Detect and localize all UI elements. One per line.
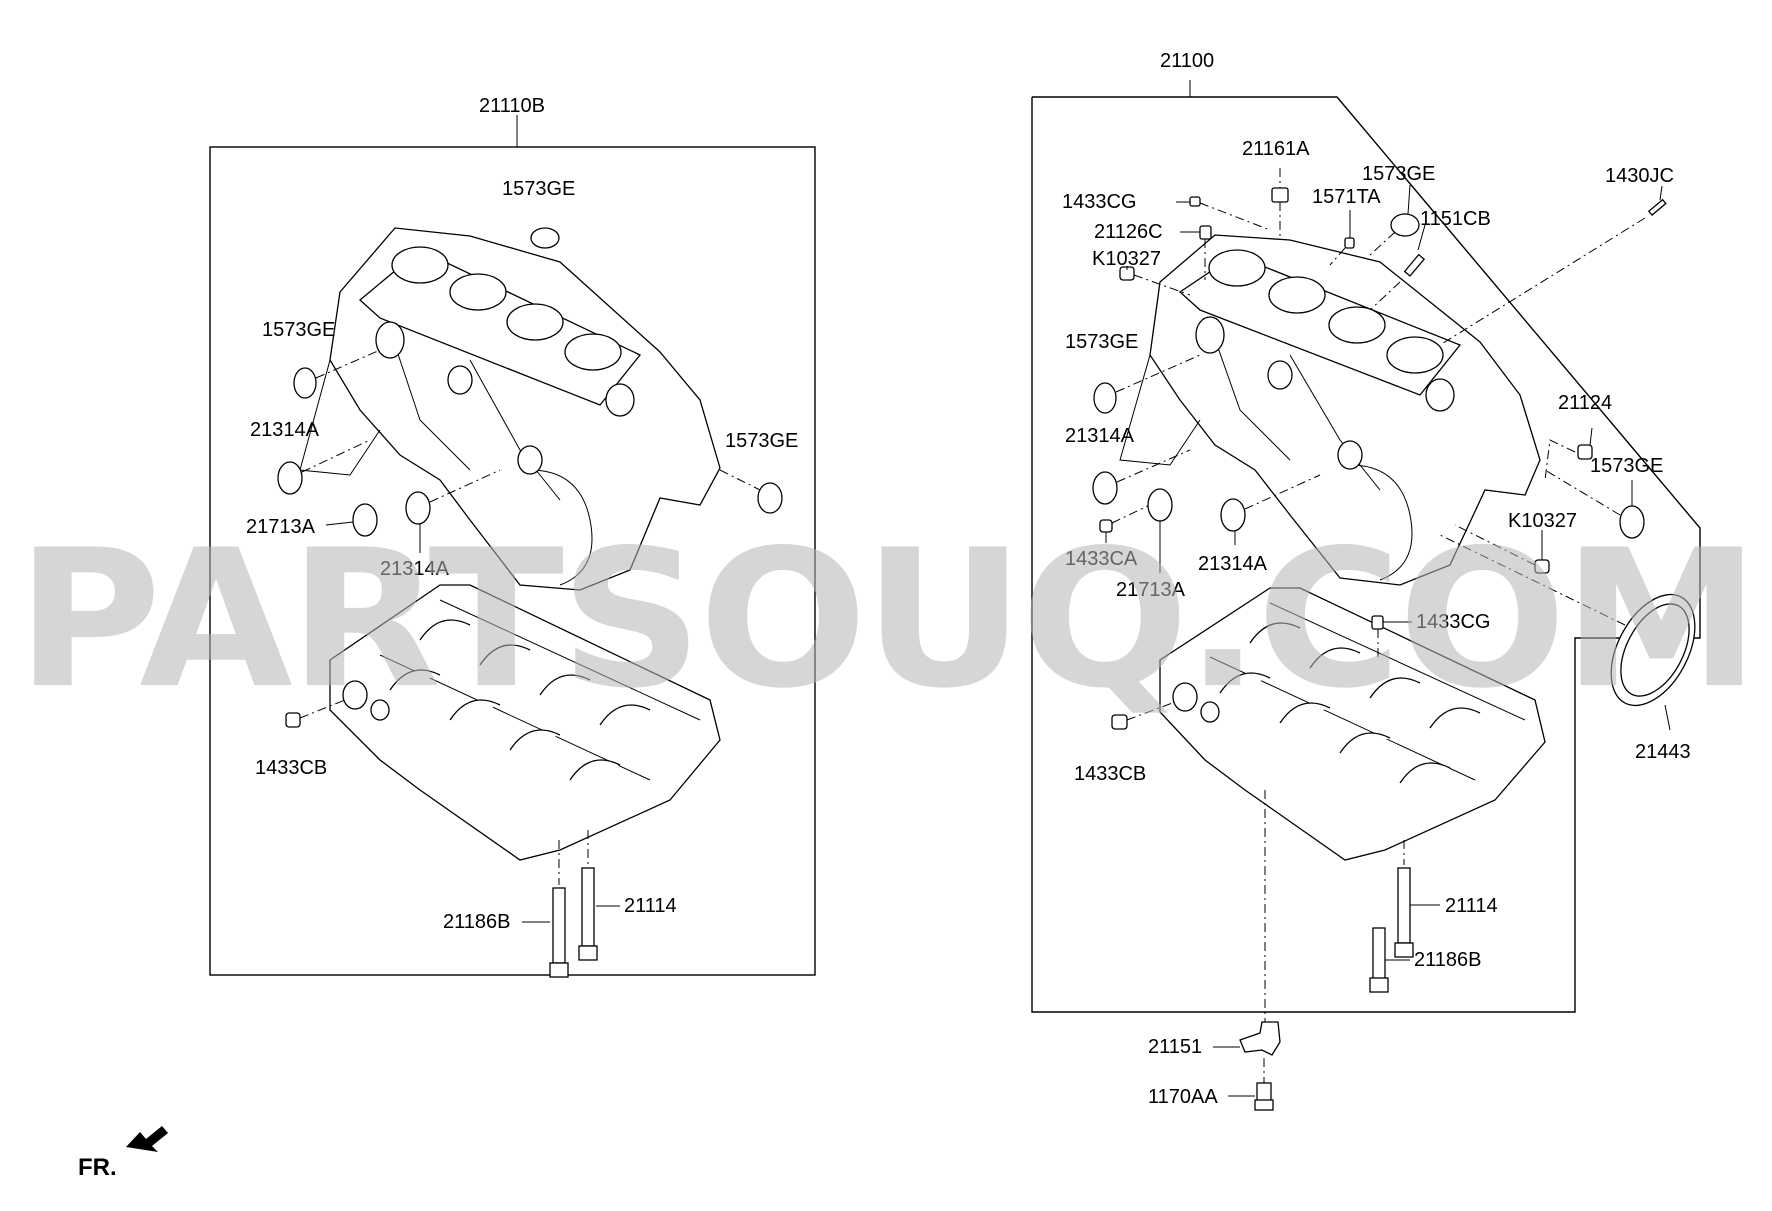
left-bolt-a: 21186B (443, 840, 569, 978)
svg-text:K10327[interactable]: K10327 (1508, 510, 1577, 532)
svg-text:1573GE[interactable]: 1573GE (1362, 163, 1435, 185)
right-bolt-b: 21114 (1394, 840, 1498, 958)
svg-text:21443[interactable]: 21443 (1635, 741, 1691, 763)
left-assembly-label[interactable]: 21110B (479, 95, 545, 117)
right-assembly: 21100 (1031, 50, 1701, 1013)
svg-text:1571TA[interactable]: 1571TA (1312, 186, 1381, 208)
svg-text:21314A[interactable]: 21314A (1198, 553, 1268, 575)
svg-text:21314A[interactable]: 21314A (250, 419, 320, 441)
knock-sensor: 21151 (1148, 1021, 1281, 1058)
right-dowel-1: K10327 (1092, 248, 1191, 296)
svg-text:21151[interactable]: 21151 (1148, 1036, 1202, 1058)
left-assembly: 21110B (209, 95, 816, 978)
svg-text:1170AA[interactable]: 1170AA (1148, 1086, 1218, 1108)
left-plug-left: 1573GE (262, 319, 381, 399)
right-assembly-label[interactable]: 21100 (1160, 50, 1214, 72)
right-dowel-3: 1433CB (1074, 701, 1176, 785)
right-seal-2: 21713A (1116, 488, 1186, 601)
svg-text:21161A[interactable]: 21161A (1242, 138, 1310, 160)
right-lower-block (1159, 587, 1546, 861)
right-dowel-4: K10327 (1454, 510, 1577, 574)
right-plug-3: 21124 (1544, 392, 1612, 481)
external-parts: 21151 1170AA (1148, 790, 1281, 1111)
left-assembly-frame (209, 146, 816, 976)
left-seal-2: 21713A (246, 503, 378, 538)
front-label: FR. (78, 1154, 117, 1181)
front-arrow-icon (126, 1126, 168, 1152)
svg-text:21314A[interactable]: 21314A (380, 558, 450, 580)
left-seal-upper: 21314A (250, 419, 371, 495)
front-indicator: FR. (78, 1126, 168, 1181)
svg-text:21186B[interactable]: 21186B (1414, 949, 1481, 971)
left-plug-top: 1573GE (502, 178, 575, 249)
left-lower-block (329, 584, 721, 861)
right-oil-seal: 21443 (1439, 534, 1696, 763)
right-bolt-a: 21186B (1369, 927, 1481, 993)
left-bolt-b: 21114 (578, 830, 677, 961)
svg-text:K10327[interactable]: K10327 (1092, 248, 1161, 270)
svg-text:1573GE[interactable]: 1573GE (1065, 331, 1138, 353)
svg-text:1433CG[interactable]: 1433CG (1416, 611, 1491, 633)
right-pin-2: 21126C (1094, 221, 1212, 280)
svg-text:21114[interactable]: 21114 (1445, 895, 1498, 917)
right-pin-3: 1433CG (1371, 611, 1491, 660)
right-upper-block (1119, 234, 1541, 586)
svg-text:1433CA[interactable]: 1433CA (1065, 548, 1138, 570)
svg-text:21713A[interactable]: 21713A (1116, 579, 1186, 601)
right-seal-upper: 21314A (1065, 425, 1191, 505)
svg-text:21124[interactable]: 21124 (1558, 392, 1612, 414)
right-plug-2: 1571TA (1312, 186, 1381, 266)
right-plug-top-right: 1573GE (1362, 163, 1435, 256)
svg-text:1430JC[interactable]: 1430JC (1605, 165, 1674, 187)
right-stud: 1151CB (1369, 208, 1491, 311)
svg-text:21314A[interactable]: 21314A (1065, 425, 1135, 447)
right-plug-right: 1573GE (1544, 455, 1663, 539)
svg-text:21186B[interactable]: 21186B (443, 911, 510, 933)
svg-text:1151CB[interactable]: 1151CB (1420, 208, 1491, 230)
svg-text:21713A[interactable]: 21713A (246, 516, 316, 538)
svg-text:1433CG[interactable]: 1433CG (1062, 191, 1137, 213)
right-plug-left: 1573GE (1065, 331, 1201, 414)
watermark: PARTSOUQ.COM (16, 509, 1756, 730)
right-plug-top: 21161A (1242, 138, 1310, 240)
svg-text:1573GE[interactable]: 1573GE (262, 319, 335, 341)
svg-text:1433CB[interactable]: 1433CB (255, 757, 327, 779)
left-dowel: 1433CB (255, 699, 346, 779)
svg-text:1573GE[interactable]: 1573GE (1590, 455, 1663, 477)
sensor-bolt: 1170AA (1148, 1058, 1274, 1111)
left-plug-right: 1573GE (719, 430, 798, 514)
left-upper-block (299, 227, 721, 591)
right-pin-4: 1430JC (1439, 165, 1674, 346)
svg-text:1433CB[interactable]: 1433CB (1074, 763, 1146, 785)
left-seal-lower: 21314A (380, 469, 501, 580)
right-pin-1: 1433CG (1062, 191, 1271, 231)
svg-text:1573GE[interactable]: 1573GE (725, 430, 798, 452)
svg-text:21126C[interactable]: 21126C (1094, 221, 1163, 243)
svg-text:1573GE[interactable]: 1573GE (502, 178, 575, 200)
svg-text:21114[interactable]: 21114 (624, 895, 677, 917)
right-seal-lower: 21314A (1198, 474, 1321, 575)
